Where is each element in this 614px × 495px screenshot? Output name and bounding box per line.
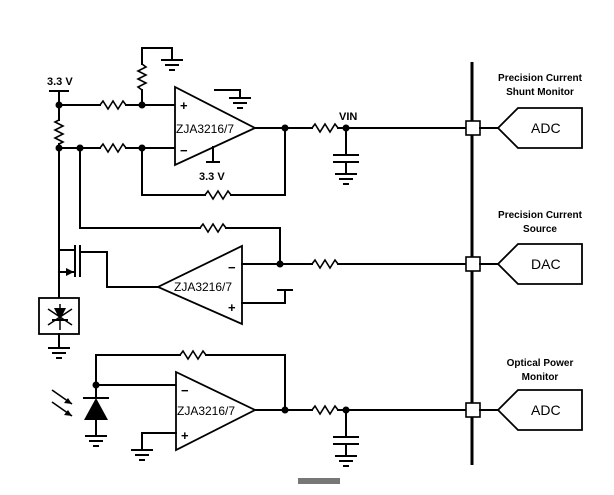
adc-block-2: ADC xyxy=(496,389,583,431)
opamp2-minus-sign: − xyxy=(228,260,236,275)
output-resistor-3 xyxy=(311,404,339,416)
opamp2-plus-sign: + xyxy=(228,300,236,315)
opamp-supply-label: 3.3 V xyxy=(199,171,225,183)
bias-resistor xyxy=(136,63,148,91)
opamp-1: + − ZJA3216/7 xyxy=(174,85,258,167)
dac-label: DAC xyxy=(531,256,561,272)
output-resistor-1 xyxy=(311,122,339,134)
supply-rail: 3.3 V xyxy=(47,76,73,106)
adc-label-1: ADC xyxy=(531,120,561,136)
opamp-3: − + ZJA3216/7 xyxy=(175,370,258,452)
ground-symbol xyxy=(48,347,70,359)
adc-label-2: ADC xyxy=(531,402,561,418)
feedback-resistor-1 xyxy=(204,189,232,201)
opamp2-label: ZJA3216/7 xyxy=(174,280,232,294)
ground-symbol xyxy=(85,435,107,447)
filter-capacitor-2 xyxy=(333,436,359,445)
ground-symbol xyxy=(335,173,357,185)
channel-2-title-line2: Source xyxy=(523,224,557,235)
feedback-resistor-2 xyxy=(199,222,227,234)
vin-label: VIN xyxy=(339,111,357,123)
filter-capacitor-1 xyxy=(333,154,359,163)
photodiode-icon xyxy=(51,384,109,437)
supply-3v3-label: 3.3 V xyxy=(47,76,73,88)
connector-pad xyxy=(465,402,481,418)
output-resistor-2 xyxy=(311,258,339,270)
opamp-2: − + ZJA3216/7 xyxy=(155,244,243,326)
opamp1-minus-sign: − xyxy=(180,143,188,158)
ground-symbol xyxy=(335,455,357,467)
opamp3-plus-sign: + xyxy=(181,428,189,443)
ground-symbol xyxy=(131,449,153,461)
junction-dots xyxy=(55,101,350,414)
channel-1-title-line2: Shunt Monitor xyxy=(506,87,574,98)
input-resistor-minus xyxy=(99,142,127,154)
adc-block-1: ADC xyxy=(496,107,583,149)
connector-pad xyxy=(465,120,481,136)
feedback-resistor-3 xyxy=(179,349,207,361)
opamp3-minus-sign: − xyxy=(181,383,189,398)
pullup-resistor xyxy=(53,119,65,145)
ground-symbol xyxy=(229,97,251,109)
opamp1-plus-sign: + xyxy=(180,98,188,113)
dac-block: DAC xyxy=(496,243,583,285)
channel-2-title-line1: Precision Current xyxy=(498,210,583,221)
opamp3-label: ZJA3216/7 xyxy=(177,404,235,418)
light-emitter-icon xyxy=(47,304,73,330)
opamp1-label: ZJA3216/7 xyxy=(176,122,234,136)
channel-1-title-line1: Precision Current xyxy=(498,73,583,84)
mosfet-transistor xyxy=(58,245,159,288)
scroll-indicator xyxy=(298,478,340,484)
channel-3-title-line2: Monitor xyxy=(522,372,559,383)
ground-symbol xyxy=(161,59,183,71)
channel-3-title-line1: Optical Power xyxy=(507,358,574,369)
input-resistor-plus xyxy=(99,99,127,111)
connector-pad xyxy=(465,256,481,272)
